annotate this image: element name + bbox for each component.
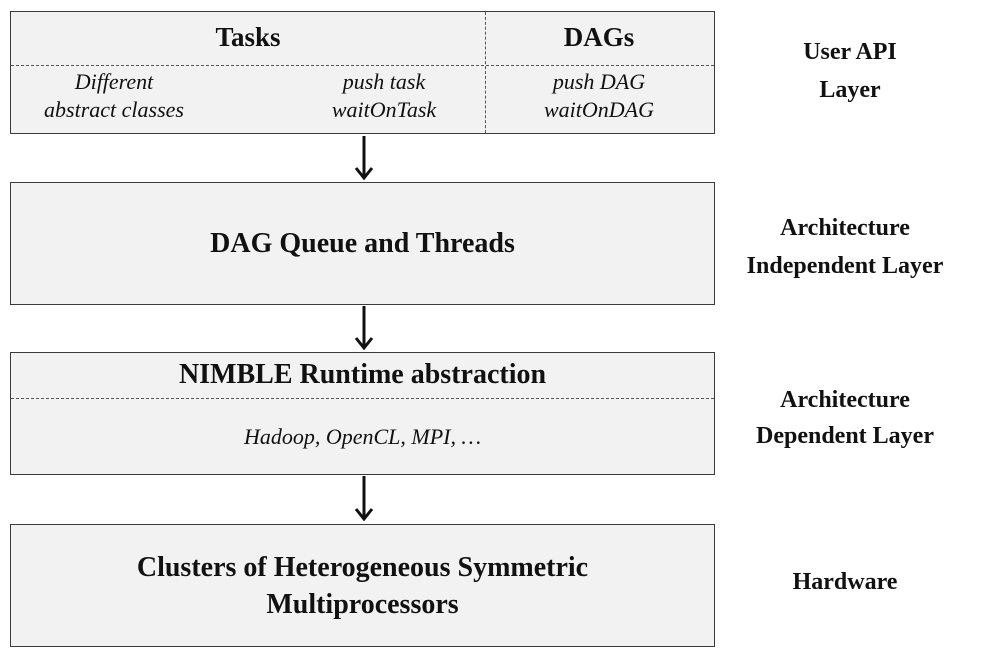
arch-independent-label-line1: Architecture bbox=[780, 215, 910, 241]
runtime-backends-label: Hadoop, OpenCL, MPI, … bbox=[243, 424, 482, 449]
dag-queue-title: DAG Queue and Threads bbox=[210, 228, 515, 259]
user-api-box: Tasks DAGs Different abstract classes pu… bbox=[10, 11, 715, 134]
arch-dependent-label-line1: Architecture bbox=[780, 387, 910, 413]
down-arrow-icon bbox=[354, 476, 374, 522]
hardware-layer-label: Hardware bbox=[792, 569, 898, 595]
runtime-divider bbox=[11, 398, 714, 399]
dag-queue-box: DAG Queue and Threads bbox=[10, 182, 715, 305]
push-task-label: push task bbox=[342, 69, 426, 94]
tasks-different-label: Different bbox=[74, 69, 154, 94]
hardware-box: Clusters of Heterogeneous Symmetric Mult… bbox=[10, 524, 715, 647]
user-api-layer-label-line2: Layer bbox=[819, 77, 881, 103]
down-arrow-icon bbox=[354, 136, 374, 181]
user-api-header-divider bbox=[11, 65, 714, 66]
nimble-runtime-box: NIMBLE Runtime abstraction Hadoop, OpenC… bbox=[10, 352, 715, 475]
hardware-box-line1: Clusters of Heterogeneous Symmetric bbox=[136, 552, 589, 583]
tasks-abstract-classes-label: abstract classes bbox=[44, 97, 184, 122]
wait-on-dag-label: waitOnDAG bbox=[544, 97, 654, 122]
tasks-dags-divider bbox=[485, 12, 486, 133]
tasks-title: Tasks bbox=[215, 22, 281, 52]
arch-independent-label-line2: Independent Layer bbox=[746, 253, 944, 279]
down-arrow-icon bbox=[354, 306, 374, 351]
hardware-box-line2: Multiprocessors bbox=[266, 589, 459, 620]
push-dag-label: push DAG bbox=[552, 69, 646, 94]
nimble-runtime-title: NIMBLE Runtime abstraction bbox=[178, 359, 547, 390]
wait-on-task-label: waitOnTask bbox=[331, 97, 437, 122]
arch-dependent-label-line2: Dependent Layer bbox=[756, 423, 934, 449]
user-api-layer-label-line1: User API bbox=[803, 39, 897, 65]
dags-title: DAGs bbox=[563, 22, 635, 52]
